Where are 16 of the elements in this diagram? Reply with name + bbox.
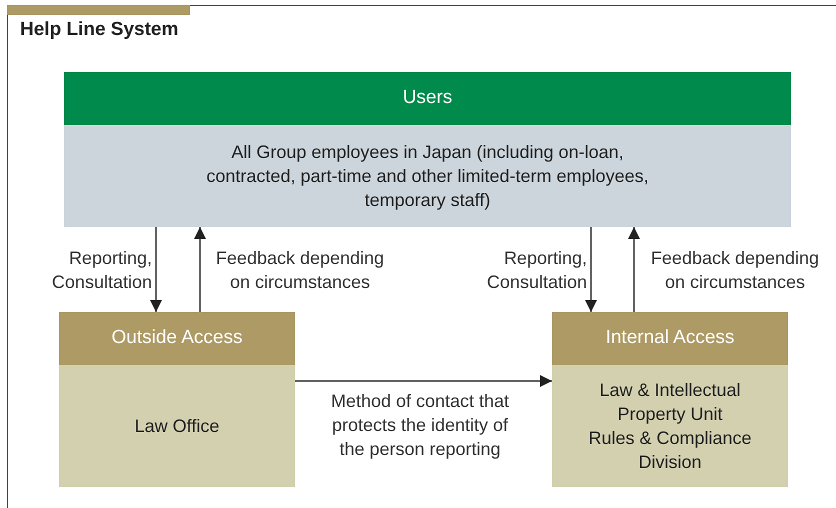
arrow <box>628 227 640 312</box>
arrow <box>150 227 162 312</box>
group-box <box>59 312 295 487</box>
box-text: Law & Intellectual Property Unit <box>598 379 742 426</box>
box-text: Law Office <box>134 415 220 438</box>
arrow <box>295 375 552 387</box>
arrow <box>194 227 206 312</box>
diagram-title: Help Line System <box>20 18 178 42</box>
box-heading: Internal Access <box>552 312 788 365</box>
box-text: All Group employees in Japan (including on-loan, contracted, part-time and other limited-term employees, temporary staff) <box>205 141 650 212</box>
group-box <box>64 72 791 227</box>
group-box <box>552 312 788 487</box>
arrow <box>585 227 597 312</box>
box-heading: Outside Access <box>59 312 295 365</box>
box-text: Rules & Compliance Division <box>587 427 753 474</box>
box-heading: Users <box>64 72 791 125</box>
